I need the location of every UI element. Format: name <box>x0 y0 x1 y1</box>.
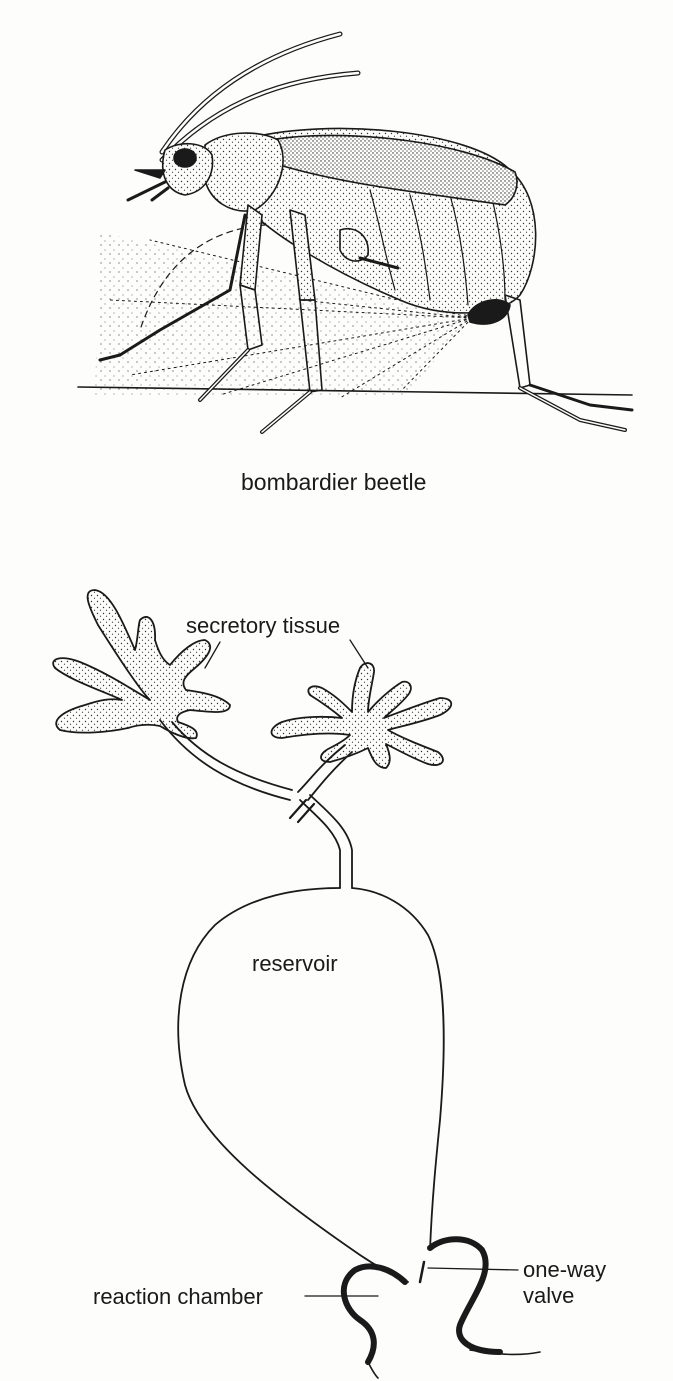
beetle-drawing <box>78 34 632 432</box>
reaction-chamber-right-wall <box>430 1239 500 1352</box>
reaction-chamber-left-wall <box>344 1266 405 1362</box>
beetle-caption: bombardier beetle <box>241 470 426 494</box>
leader-secretory-right <box>350 640 368 668</box>
reservoir-sac <box>178 888 443 1282</box>
gland-system <box>53 590 540 1378</box>
reservoir-label: reservoir <box>252 952 338 976</box>
one-way-label: one-way <box>523 1258 606 1282</box>
beetle-eye <box>174 149 196 167</box>
secretory-tissue-label: secretory tissue <box>186 614 340 638</box>
valve-label: valve <box>523 1284 574 1308</box>
leader-one-way-valve <box>428 1268 518 1270</box>
one-way-valve <box>420 1262 424 1282</box>
reaction-chamber-label: reaction chamber <box>93 1285 263 1309</box>
secretory-tissue-right <box>272 663 452 768</box>
